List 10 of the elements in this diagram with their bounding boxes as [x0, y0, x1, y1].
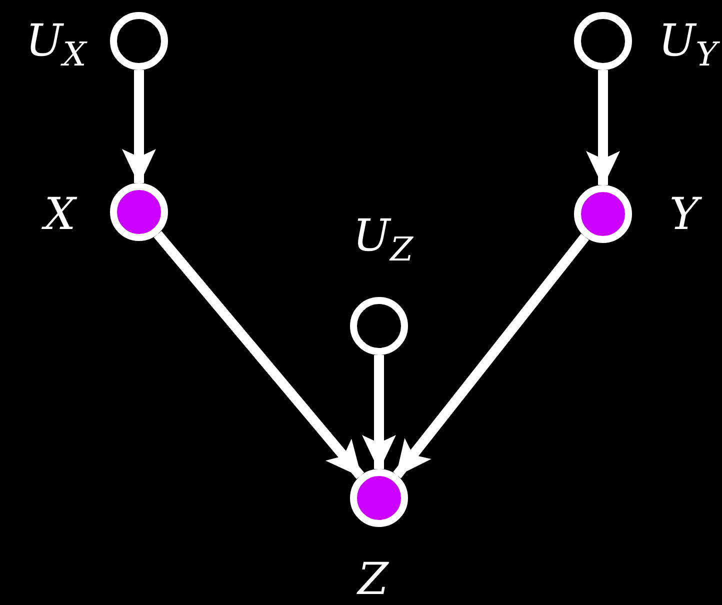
- arrow: [362, 355, 396, 471]
- variable-label: X: [44, 193, 76, 237]
- variable-label: U$_{Z}$: [352, 214, 414, 266]
- arrow: [154, 231, 364, 479]
- variable-label: U$_{Y}$: [658, 20, 718, 70]
- arrow: [122, 70, 156, 185]
- variable-label: U$_{X}$: [26, 20, 86, 70]
- node-circle: [350, 469, 408, 527]
- variable-label: Z: [358, 558, 388, 602]
- arrow: [586, 70, 620, 187]
